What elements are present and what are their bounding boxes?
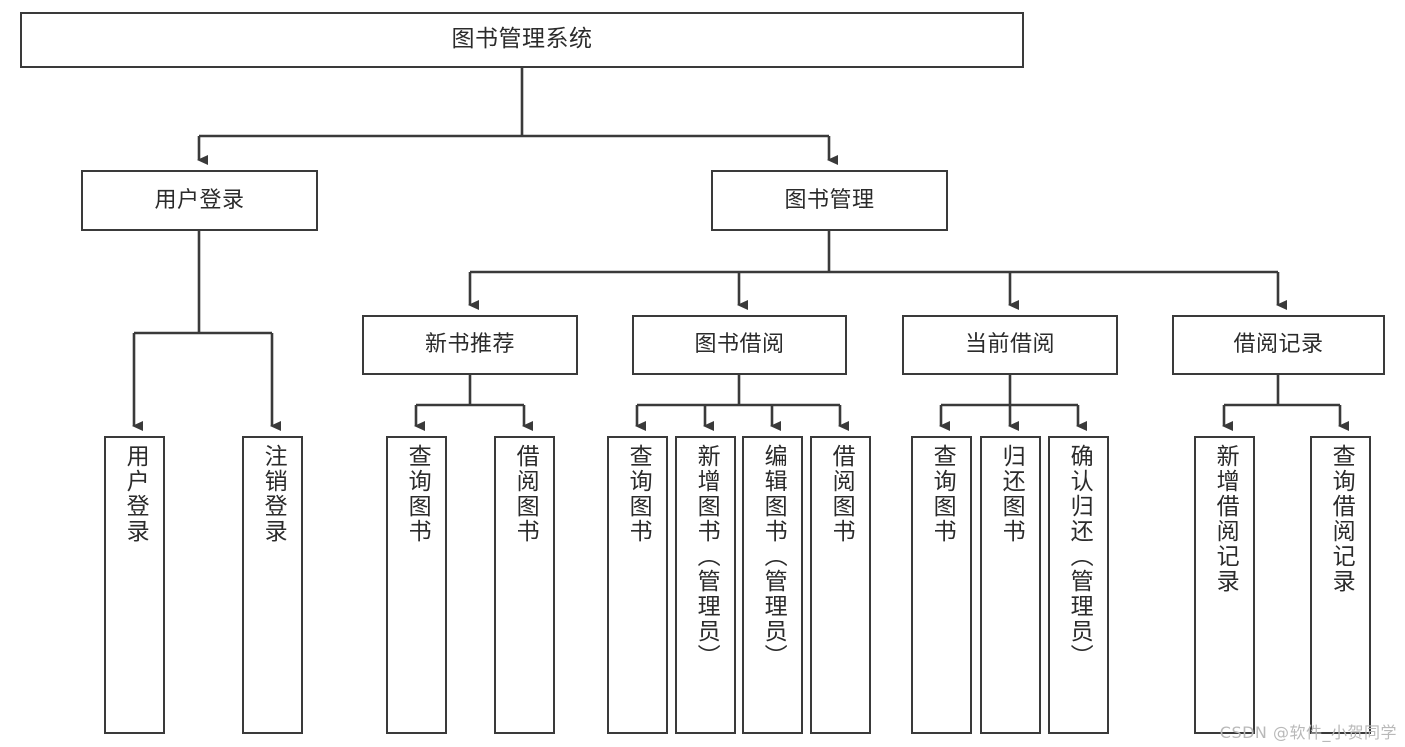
node-book-management-system[interactable]: 图书管理系统 [20, 12, 1024, 68]
node-label: 图书管理系统 [451, 26, 593, 53]
node-label: 查询图书 [404, 444, 431, 544]
node-leaf-borrow-book-2[interactable]: 借阅图书 [810, 436, 871, 734]
node-leaf-logout-login[interactable]: 注销登录 [242, 436, 303, 734]
node-label: 查询图书 [929, 444, 956, 544]
node-leaf-user-login[interactable]: 用户登录 [104, 436, 165, 734]
node-borrow-record[interactable]: 借阅记录 [1172, 315, 1385, 375]
node-label: 当前借阅 [964, 332, 1055, 358]
node-leaf-confirm-return-admin[interactable]: 确认归还（管理员） [1048, 436, 1109, 734]
node-label: 借阅记录 [1233, 332, 1324, 358]
node-book-manage[interactable]: 图书管理 [711, 170, 948, 231]
csdn-watermark: CSDN @软件_小贺同学 [1219, 723, 1397, 742]
node-label: 图书借阅 [694, 332, 785, 358]
node-leaf-return-book[interactable]: 归还图书 [980, 436, 1041, 734]
node-user-login[interactable]: 用户登录 [81, 170, 318, 231]
node-label: 归还图书 [998, 444, 1025, 544]
node-label: 图书管理 [784, 187, 875, 213]
node-leaf-add-book-admin[interactable]: 新增图书（管理员） [675, 436, 736, 734]
node-leaf-query-book-1[interactable]: 查询图书 [386, 436, 447, 734]
node-label: 查询图书 [625, 444, 652, 544]
node-book-borrow[interactable]: 图书借阅 [632, 315, 847, 375]
node-label: 确认归还（管理员） [1066, 444, 1093, 669]
node-label: 注销登录 [260, 444, 287, 544]
node-label: 新增借阅记录 [1212, 444, 1239, 594]
node-label: 查询借阅记录 [1328, 444, 1355, 594]
node-label: 新书推荐 [424, 332, 515, 358]
node-label: 新增图书（管理员） [693, 444, 720, 669]
node-leaf-query-book-2[interactable]: 查询图书 [607, 436, 668, 734]
node-label: 借阅图书 [512, 444, 539, 544]
node-leaf-edit-book-admin[interactable]: 编辑图书（管理员） [742, 436, 803, 734]
node-leaf-query-borrow-record[interactable]: 查询借阅记录 [1310, 436, 1371, 734]
node-leaf-query-book-3[interactable]: 查询图书 [911, 436, 972, 734]
node-leaf-add-borrow-record[interactable]: 新增借阅记录 [1194, 436, 1255, 734]
node-label: 用户登录 [154, 187, 245, 213]
node-label: 用户登录 [122, 444, 149, 544]
node-leaf-borrow-book-1[interactable]: 借阅图书 [494, 436, 555, 734]
node-new-book-recommend[interactable]: 新书推荐 [362, 315, 578, 375]
node-label: 借阅图书 [828, 444, 855, 544]
node-current-borrow[interactable]: 当前借阅 [902, 315, 1118, 375]
node-label: 编辑图书（管理员） [760, 444, 787, 669]
